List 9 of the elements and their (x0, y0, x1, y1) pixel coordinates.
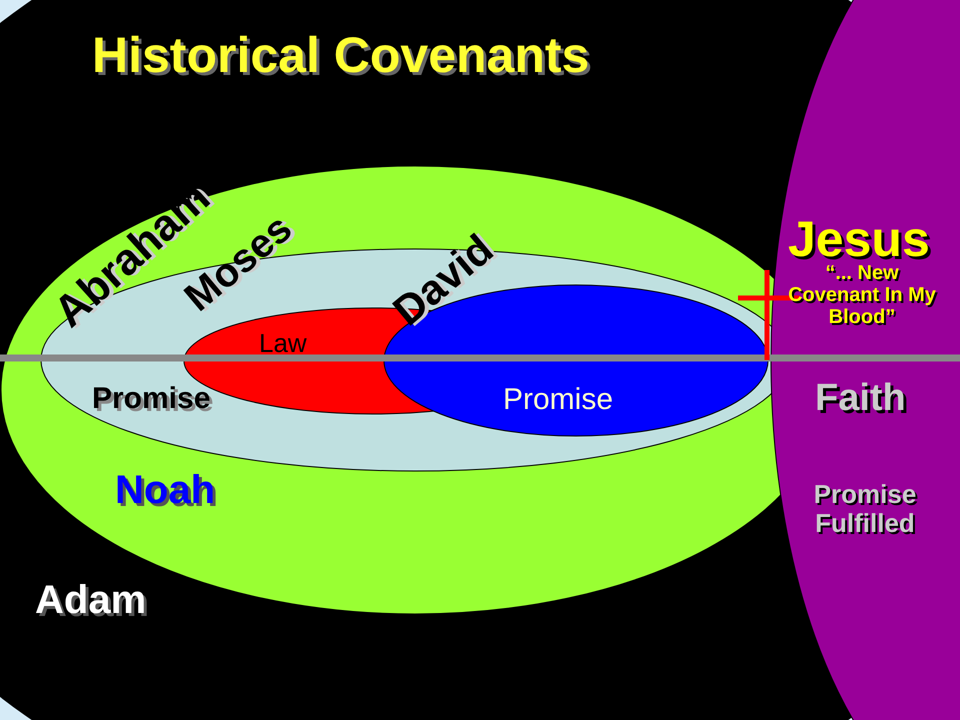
ellipse-text: Promise Fulfilled (812, 480, 918, 538)
ellipse-label: Noah (115, 468, 215, 512)
ellipse-text: Law (259, 329, 307, 358)
ellipse-text: Faith (815, 378, 906, 420)
title: Historical Covenants (92, 28, 590, 83)
ellipse-label: Adam (35, 578, 146, 622)
ellipse-text: “... New Covenant In My Blood” (787, 262, 937, 328)
ellipse-text: Promise (92, 382, 210, 415)
ellipse-text: Promise (503, 383, 614, 416)
